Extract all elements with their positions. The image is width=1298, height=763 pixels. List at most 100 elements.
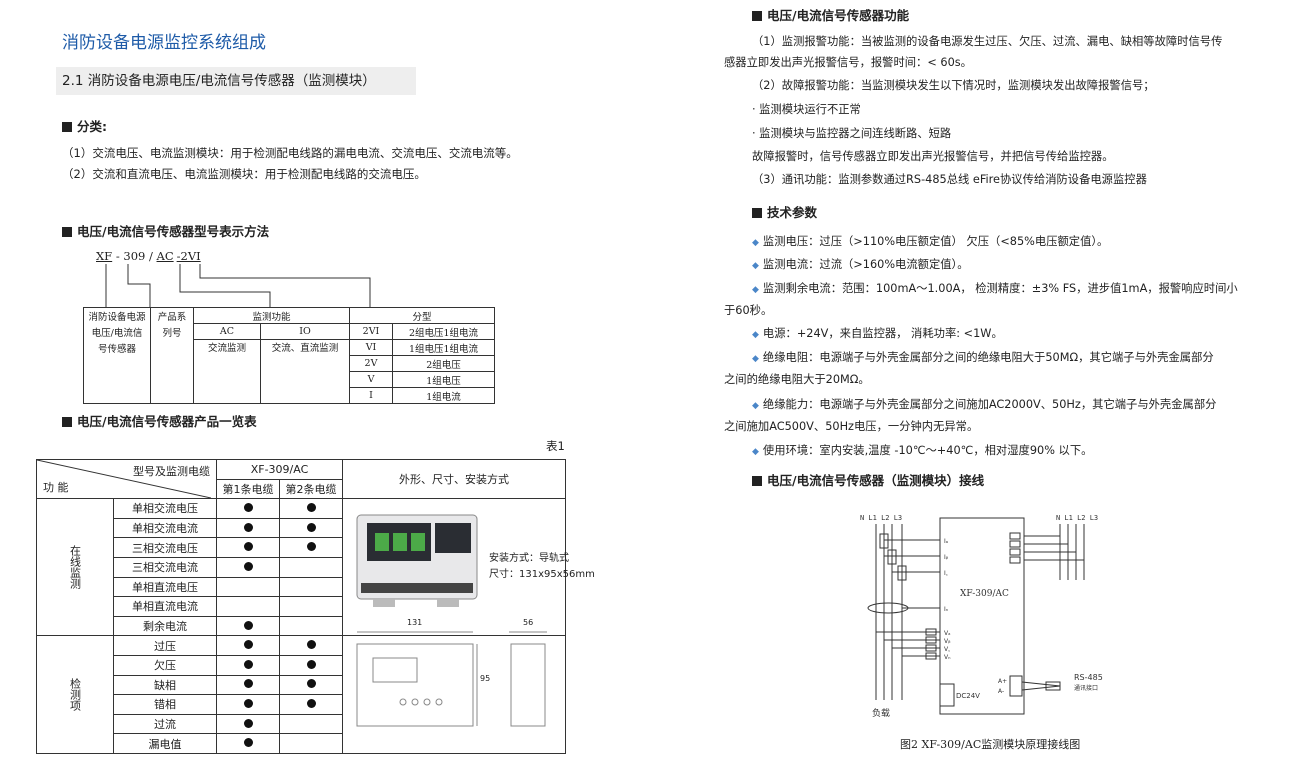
- svg-text:通讯接口: 通讯接口: [1074, 684, 1098, 692]
- func-line: · 监测模块与监控器之间连线断路、短路: [752, 127, 952, 140]
- model-heading: 电压/电流信号传感器型号表示方法: [62, 221, 269, 240]
- tech-line: 于60秒。: [724, 304, 773, 317]
- svg-text:RS-485: RS-485: [1074, 673, 1103, 682]
- diamond-bullet-icon: ◆: [752, 330, 759, 340]
- row-label: 漏电值: [113, 733, 217, 754]
- wiring-diagram: N L1 L2 L3 N L1 L2 L3 XF-309/AC DC24V RS…: [860, 514, 1103, 719]
- row-label: 三相交流电流: [113, 556, 217, 578]
- dim-width: 131: [405, 618, 425, 628]
- table-row: 欠压: [37, 654, 566, 676]
- support-cell: [216, 654, 280, 676]
- filled-dot-icon: [243, 738, 253, 748]
- row-label: 缺相: [113, 674, 217, 696]
- dimension-drawing: [356, 631, 547, 727]
- square-bullet-icon: [752, 11, 762, 21]
- module-box: [939, 517, 1025, 715]
- svg-text:Vᵦ: Vᵦ: [944, 638, 951, 645]
- group-detection: 检测项: [36, 635, 114, 754]
- table-row: 三相交流电流: [37, 556, 566, 578]
- diamond-bullet-icon: ◆: [752, 354, 759, 364]
- row-label: 过压: [113, 635, 217, 656]
- support-cell: [216, 537, 280, 558]
- filled-dot-icon: [243, 640, 253, 650]
- row-label: 单相直流电流: [113, 596, 217, 617]
- support-cell: [216, 674, 280, 696]
- support-cell: [216, 635, 280, 656]
- filled-dot-icon: [306, 679, 316, 689]
- classify-heading: 分类:: [62, 116, 107, 135]
- filled-dot-icon: [306, 698, 316, 708]
- support-cell: [216, 556, 280, 578]
- cable1-header: 第1条电缆: [216, 478, 280, 500]
- tech-line: ◆监测剩余电流：范围：100mA～1.00A， 检测精度：±3% FS，进步值1…: [752, 282, 1238, 295]
- model-header: XF-309/AC: [216, 459, 343, 480]
- wiring-heading: 电压/电流信号传感器（监测模块）接线: [752, 470, 984, 489]
- model-cell-desc: 消防设备电源电压/电流信号传感器: [83, 307, 151, 404]
- support-cell: [216, 517, 280, 539]
- svg-text:Iᵦ: Iᵦ: [944, 554, 949, 561]
- row-label: 单相直流电压: [113, 576, 217, 598]
- table-row: 在线监测单相交流电压安装方式：导轨式尺寸：131x95x56mm: [36, 498, 595, 637]
- model-code: XF - 309 / AC-2VI: [96, 249, 201, 263]
- svg-text:V꜀: V꜀: [944, 646, 950, 653]
- square-bullet-icon: [752, 208, 762, 218]
- classify-item-1: （1）交流电压、电流监测模块：用于检测配电线路的漏电电流、交流电压、交流电流等。: [62, 146, 518, 160]
- diamond-bullet-icon: ◆: [752, 261, 759, 271]
- device-photo: [356, 514, 478, 608]
- support-cell: [279, 694, 343, 715]
- filled-dot-icon: [243, 659, 253, 669]
- svg-text:I꜀: I꜀: [944, 570, 948, 577]
- func-line: 感器立即发出声光报警信号，报警时间：< 60s。: [724, 56, 972, 69]
- svg-text:N L1 L2 L3: N L1 L2 L3: [1056, 514, 1098, 522]
- func-line: 故障报警时，信号传感器立即发出声光报警信号，并把信号传给监控器。: [752, 150, 1114, 163]
- tech-line: ◆绝缘能力：电源端子与外壳金属部分之间施加AC2000V、50Hz，其它端子与外…: [752, 398, 1217, 411]
- table-row: 过流: [37, 713, 566, 735]
- support-cell: [216, 498, 280, 519]
- subhead: 2.1 消防设备电源电压/电流信号传感器（监测模块）: [56, 67, 416, 95]
- svg-text:N L1 L2 L3: N L1 L2 L3: [860, 514, 902, 522]
- install-method: 安装方式：导轨式: [489, 553, 569, 565]
- group-online-monitoring: 在线监测: [36, 498, 114, 637]
- func-line: （3）通讯功能：监测参数通过RS-485总线 eFire协议传给消防设备电源监控…: [752, 173, 1147, 186]
- square-bullet-icon: [62, 227, 72, 237]
- filled-dot-icon: [243, 620, 253, 630]
- tech-line: 之间的绝缘电阻大于20MΩ。: [724, 373, 870, 386]
- support-cell: [216, 694, 280, 715]
- model-cell-func: 监测功能: [193, 307, 350, 324]
- support-cell: [216, 713, 280, 735]
- table-row: 剩余电流: [37, 615, 566, 637]
- square-bullet-icon: [62, 122, 72, 132]
- figure-caption: 图2 XF-309/AC监测模块原理接线图: [900, 738, 1081, 751]
- support-cell: [279, 713, 343, 735]
- diamond-bullet-icon: ◆: [752, 285, 759, 295]
- svg-text:DC24V: DC24V: [956, 692, 980, 700]
- filled-dot-icon: [306, 640, 316, 650]
- support-cell: [279, 498, 343, 519]
- square-bullet-icon: [752, 476, 762, 486]
- svg-text:Vₙ: Vₙ: [944, 654, 951, 661]
- filled-dot-icon: [243, 561, 253, 571]
- product-image-cell: 安装方式：导轨式尺寸：131x95x56mm: [342, 498, 595, 637]
- row-label: 错相: [113, 694, 217, 715]
- product-table: 型号及监测电缆 功 能 XF-309/AC 外形、尺寸、安装方式 第1条电缆 第…: [36, 458, 595, 754]
- tech-line: 之间施加AC500V、50Hz电压，一分钟内无异常。: [724, 420, 979, 433]
- support-cell: [279, 635, 343, 656]
- filled-dot-icon: [243, 522, 253, 532]
- filled-dot-icon: [306, 522, 316, 532]
- filled-dot-icon: [306, 542, 316, 552]
- diamond-bullet-icon: ◆: [752, 401, 759, 411]
- diag-header: 型号及监测电缆 功 能: [36, 458, 217, 500]
- func-line: · 监测模块运行不正常: [752, 103, 861, 116]
- tech-line: ◆电源：+24V，来自监控器， 消耗功率: <1W。: [752, 327, 1003, 340]
- support-cell: [279, 674, 343, 696]
- filled-dot-icon: [306, 502, 316, 512]
- tech-heading: 技术参数: [752, 202, 817, 221]
- row-label: 三相交流电压: [113, 537, 217, 558]
- filled-dot-icon: [243, 718, 253, 728]
- tech-line: ◆绝缘电阻：电源端子与外壳金属部分之间的绝缘电阻大于50MΩ，其它端子与外壳金属…: [752, 351, 1214, 364]
- shape-header: 外形、尺寸、安装方式: [342, 458, 566, 500]
- table-number: 表1: [546, 439, 565, 453]
- support-cell: [279, 537, 343, 558]
- tech-line: ◆使用环境：室内安装,温度 -10℃～+40℃，相对湿度90% 以下。: [752, 444, 1093, 457]
